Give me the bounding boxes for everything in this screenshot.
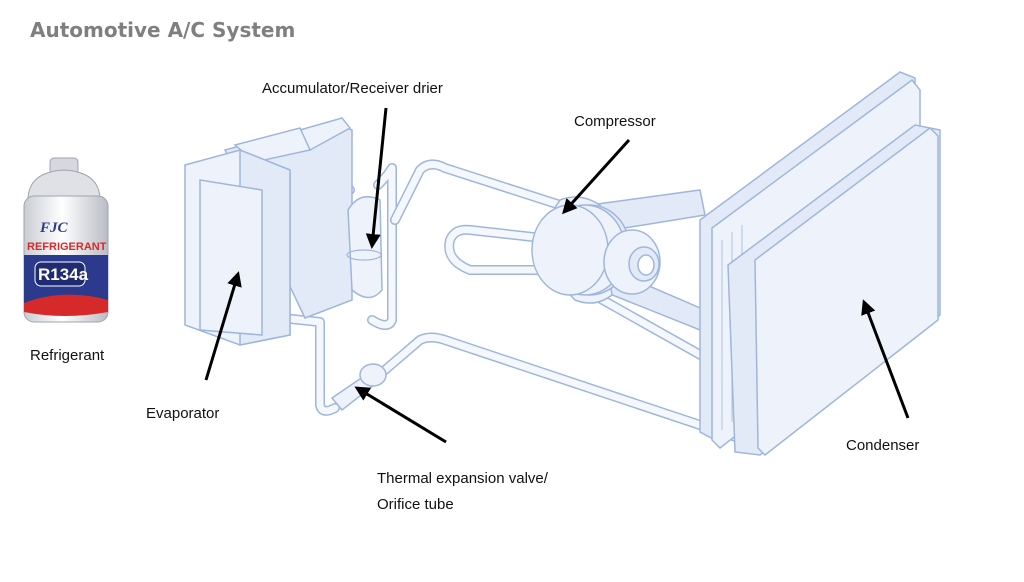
arrow-evaporator: [204, 271, 242, 381]
label-accumulator: Accumulator/Receiver drier: [262, 80, 443, 97]
can-product: REFRIGERANT: [27, 241, 107, 253]
refrigerant-can: FJC REFRIGERANT R134a: [23, 157, 109, 323]
diagram-title: Automotive A/C System: [30, 18, 295, 42]
label-evaporator: Evaporator: [146, 405, 219, 422]
can-code: R134a: [38, 265, 89, 284]
can-brand: FJC: [39, 220, 69, 236]
condenser: [699, 71, 941, 456]
label-compressor: Compressor: [574, 113, 656, 130]
arrow-compressor: [561, 138, 631, 215]
arrow-expansion-valve: [354, 386, 447, 444]
arrow-accumulator: [365, 107, 388, 249]
arrow-condenser: [861, 299, 910, 419]
expansion-valve: [330, 363, 387, 412]
label-expansion-valve-line1: Thermal expansion valve/: [377, 470, 549, 487]
label-condenser: Condenser: [846, 437, 919, 454]
compressor: [531, 189, 706, 332]
label-refrigerant: Refrigerant: [30, 347, 105, 364]
label-expansion-valve-line2: Orifice tube: [377, 496, 454, 513]
evaporator: [184, 117, 353, 346]
